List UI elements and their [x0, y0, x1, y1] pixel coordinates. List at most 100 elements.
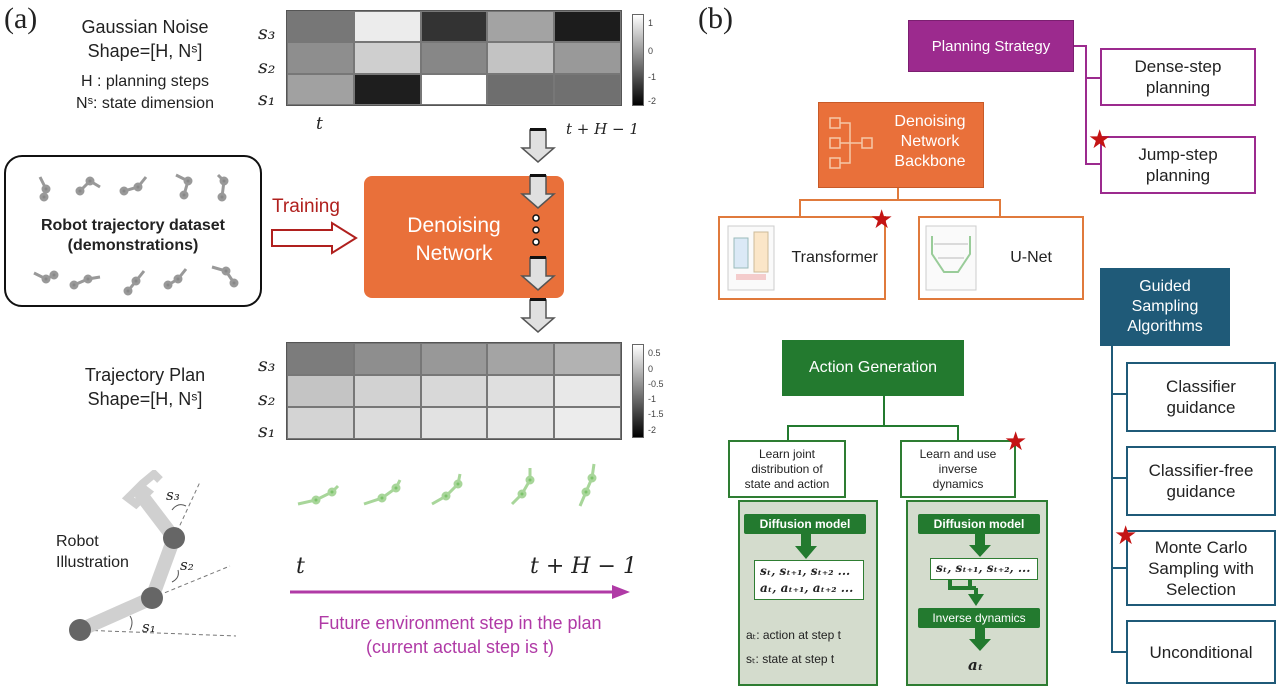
joint-seq-a: aₜ, aₜ₊₁, aₜ₊₂ ...: [760, 581, 854, 595]
noise-shape: Shape=[H, Nˢ]: [87, 41, 203, 61]
angle-s3-label: s₃: [166, 486, 180, 504]
mc-line3: Selection: [1166, 579, 1236, 599]
cls-line1: Classifier: [1166, 377, 1236, 396]
plan-colorbar: [632, 344, 644, 438]
cf-line1: Classifier-free: [1148, 461, 1254, 480]
noise-heatmap: [286, 10, 622, 106]
inverse-seq-s: sₜ, sₜ₊₁, sₜ₊₂, ...: [936, 561, 1031, 575]
heatmap-cell: [287, 73, 354, 105]
learn-joint-box: Learn joint distribution of state and ac…: [728, 440, 846, 498]
unet-diagram-icon: [925, 225, 977, 291]
noise-tend-label: t + H − 1: [566, 120, 639, 138]
heatmap-cell: [420, 42, 488, 74]
heatmap-cell: [554, 343, 621, 375]
unconditional-box: Unconditional: [1126, 620, 1276, 684]
down-arrow-icon: [969, 628, 991, 651]
monte-carlo-box: Monte Carlo Sampling with Selection: [1126, 530, 1276, 606]
mc-line1: Monte Carlo: [1154, 537, 1248, 557]
diffusion-model-box: Diffusion model: [744, 514, 866, 534]
heatmap-cell: [353, 375, 421, 407]
diffusion1-label: Diffusion model: [759, 517, 851, 531]
time-axis-arrow: [290, 585, 630, 599]
classifier-guidance-box: Classifier guidance: [1126, 362, 1276, 432]
diffusion2-label: Diffusion model: [933, 517, 1025, 531]
action-generation-box: Action Generation: [782, 340, 964, 396]
heatmap-cell: [420, 407, 488, 439]
noise-cbar-tick: 0: [648, 46, 654, 56]
star-icon: ★: [1114, 520, 1138, 550]
panel-a-label: (a): [4, 2, 38, 35]
noise-title: Gaussian Noise: [81, 17, 209, 37]
dataset-line1: Robot trajectory dataset: [40, 217, 226, 234]
noise-colorbar: [632, 14, 644, 106]
heatmap-cell: [554, 11, 621, 43]
down-arrow-icon: [969, 534, 991, 557]
heatmap-cell: [287, 343, 354, 375]
noise-ns-desc: Nˢ: state dimension: [76, 95, 214, 112]
heatmap-cell: [420, 11, 488, 43]
inv-line3: dynamics: [932, 476, 984, 491]
noise-cbar-tick: -2: [648, 96, 657, 106]
network-block-icon: [829, 117, 873, 169]
angle-s1-label: s₁: [142, 618, 156, 636]
denoise-line2: Network: [415, 242, 493, 265]
guided-line3: Algorithms: [1127, 318, 1203, 335]
jump-line1: Jump-step: [1138, 145, 1218, 164]
angle-s2-label: s₂: [180, 556, 194, 574]
guided-line2: Sampling: [1131, 298, 1199, 315]
noise-row-label: s₁: [258, 88, 276, 110]
noise-row-label: s₃: [258, 22, 276, 44]
joint-sequence-box: [754, 560, 864, 600]
guided-line1: Guided: [1139, 278, 1191, 295]
transformer-diagram-icon: [727, 225, 775, 291]
dense-line2: planning: [1145, 78, 1211, 97]
plan-cbar-tick: -1: [648, 394, 657, 404]
plan-cbar-tick: -0.5: [648, 379, 664, 389]
heatmap-cell: [420, 375, 488, 407]
mc-line2: Sampling with: [1148, 558, 1254, 578]
robot-arm-illustration: [69, 470, 237, 641]
cf-line2: guidance: [1166, 482, 1236, 501]
merge-arrow-icon: [948, 580, 984, 606]
star-icon: ★: [870, 204, 894, 234]
trajectory-icons: [33, 173, 239, 296]
inverse-dynamics-box: Inverse dynamics: [918, 608, 1040, 628]
axis-tend-label: t + H − 1: [530, 554, 637, 579]
training-arrow: [271, 221, 358, 255]
star-icon: ★: [1088, 124, 1112, 154]
panel-b-label: (b): [698, 2, 733, 35]
diffusion-model-box: Diffusion model: [918, 514, 1040, 534]
heatmap-cell: [554, 73, 621, 105]
star-icon: ★: [1004, 426, 1028, 456]
classifier-free-box: Classifier-free guidance: [1126, 446, 1276, 516]
future-line2: (current actual step is t): [365, 637, 555, 657]
s-definition: sₜ: state at step t: [746, 652, 835, 666]
planned-trajectory-icons: [297, 463, 597, 507]
down-arrow-icon: [795, 534, 817, 559]
backbone-box: [818, 102, 984, 188]
unet-label: U-Net: [1010, 249, 1052, 266]
heatmap-cell: [487, 11, 555, 43]
noise-row-label: s₂: [258, 56, 276, 78]
inv-line2: inverse: [938, 461, 978, 476]
backbone-line1: Denoising: [894, 113, 966, 130]
heatmap-cell: [353, 343, 421, 375]
dense-line1: Dense-step: [1134, 57, 1222, 76]
plan-row-label: s₁: [258, 420, 276, 442]
heatmap-cell: [487, 42, 555, 74]
heatmap-cell: [353, 11, 421, 43]
heatmap-cell: [487, 73, 555, 105]
robot-label1: Robot: [56, 533, 99, 550]
noise-h-desc: H : planning steps: [80, 73, 210, 90]
heatmap-cell: [287, 375, 354, 407]
future-line1: Future environment step in the plan: [318, 613, 602, 633]
heatmap-cell: [554, 42, 621, 74]
transformer-label: Transformer: [791, 249, 878, 266]
plan-heatmap: [286, 342, 622, 440]
heatmap-cell: [287, 407, 354, 439]
noise-cbar-tick: -1: [648, 72, 657, 82]
inverse-dyn-label: Inverse dynamics: [932, 611, 1026, 625]
denoise-step-arrows: [520, 128, 556, 333]
robot-label2: Illustration: [56, 554, 129, 571]
